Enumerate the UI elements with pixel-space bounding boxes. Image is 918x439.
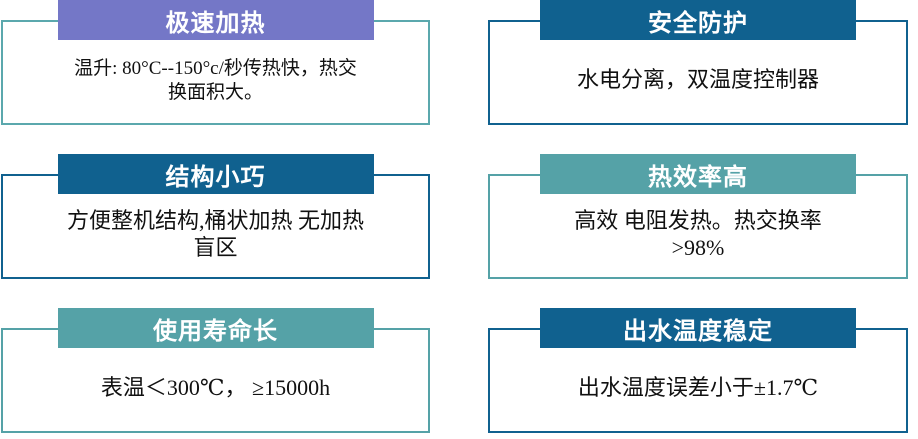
feature-card-header: 使用寿命长 bbox=[57, 308, 374, 348]
feature-card-header: 出水温度稳定 bbox=[540, 308, 856, 348]
feature-card-title: 安全防护 bbox=[648, 9, 748, 37]
feature-card-title: 极速加热 bbox=[165, 9, 266, 37]
feature-text-line: 温升: 80°C--150°c/秒传热快，热交 bbox=[74, 58, 357, 80]
feature-card-title: 使用寿命长 bbox=[153, 317, 278, 345]
feature-card-header: 安全防护 bbox=[540, 0, 856, 40]
feature-text-line: 高效 电阻发热。热交换率 bbox=[574, 207, 822, 233]
feature-card-title: 出水温度稳定 bbox=[623, 317, 773, 345]
feature-card-stable-water-temp: 出水温度稳定 出水温度误差小于±1.7℃ bbox=[488, 308, 908, 433]
feature-card-header: 极速加热 bbox=[57, 0, 374, 40]
feature-text-line: 表温＜300℃， ≥15000h bbox=[100, 375, 331, 401]
feature-card-title: 热效率高 bbox=[648, 163, 748, 191]
feature-card-fast-heating: 极速加热 温升: 80°C--150°c/秒传热快，热交 换面积大。 bbox=[1, 0, 430, 125]
feature-text-line: 出水温度误差小于±1.7℃ bbox=[577, 375, 819, 401]
feature-card-title: 结构小巧 bbox=[165, 163, 266, 191]
feature-text-line: >98% bbox=[671, 234, 725, 260]
feature-text-line: 盲区 bbox=[193, 234, 238, 260]
feature-text-line: 水电分离，双温度控制器 bbox=[576, 67, 819, 93]
feature-card-long-lifespan: 使用寿命长 表温＜300℃， ≥15000h bbox=[1, 308, 430, 433]
feature-card-high-efficiency: 热效率高 高效 电阻发热。热交换率 >98% bbox=[488, 154, 908, 279]
feature-text-line: 换面积大。 bbox=[167, 81, 263, 103]
feature-card-safety: 安全防护 水电分离，双温度控制器 bbox=[488, 0, 908, 125]
feature-card-header: 热效率高 bbox=[540, 154, 856, 194]
feature-text-line: 方便整机结构,桶状加热 无加热 bbox=[66, 207, 364, 233]
feature-card-header: 结构小巧 bbox=[57, 154, 374, 194]
feature-card-compact-structure: 结构小巧 方便整机结构,桶状加热 无加热 盲区 bbox=[1, 154, 430, 279]
